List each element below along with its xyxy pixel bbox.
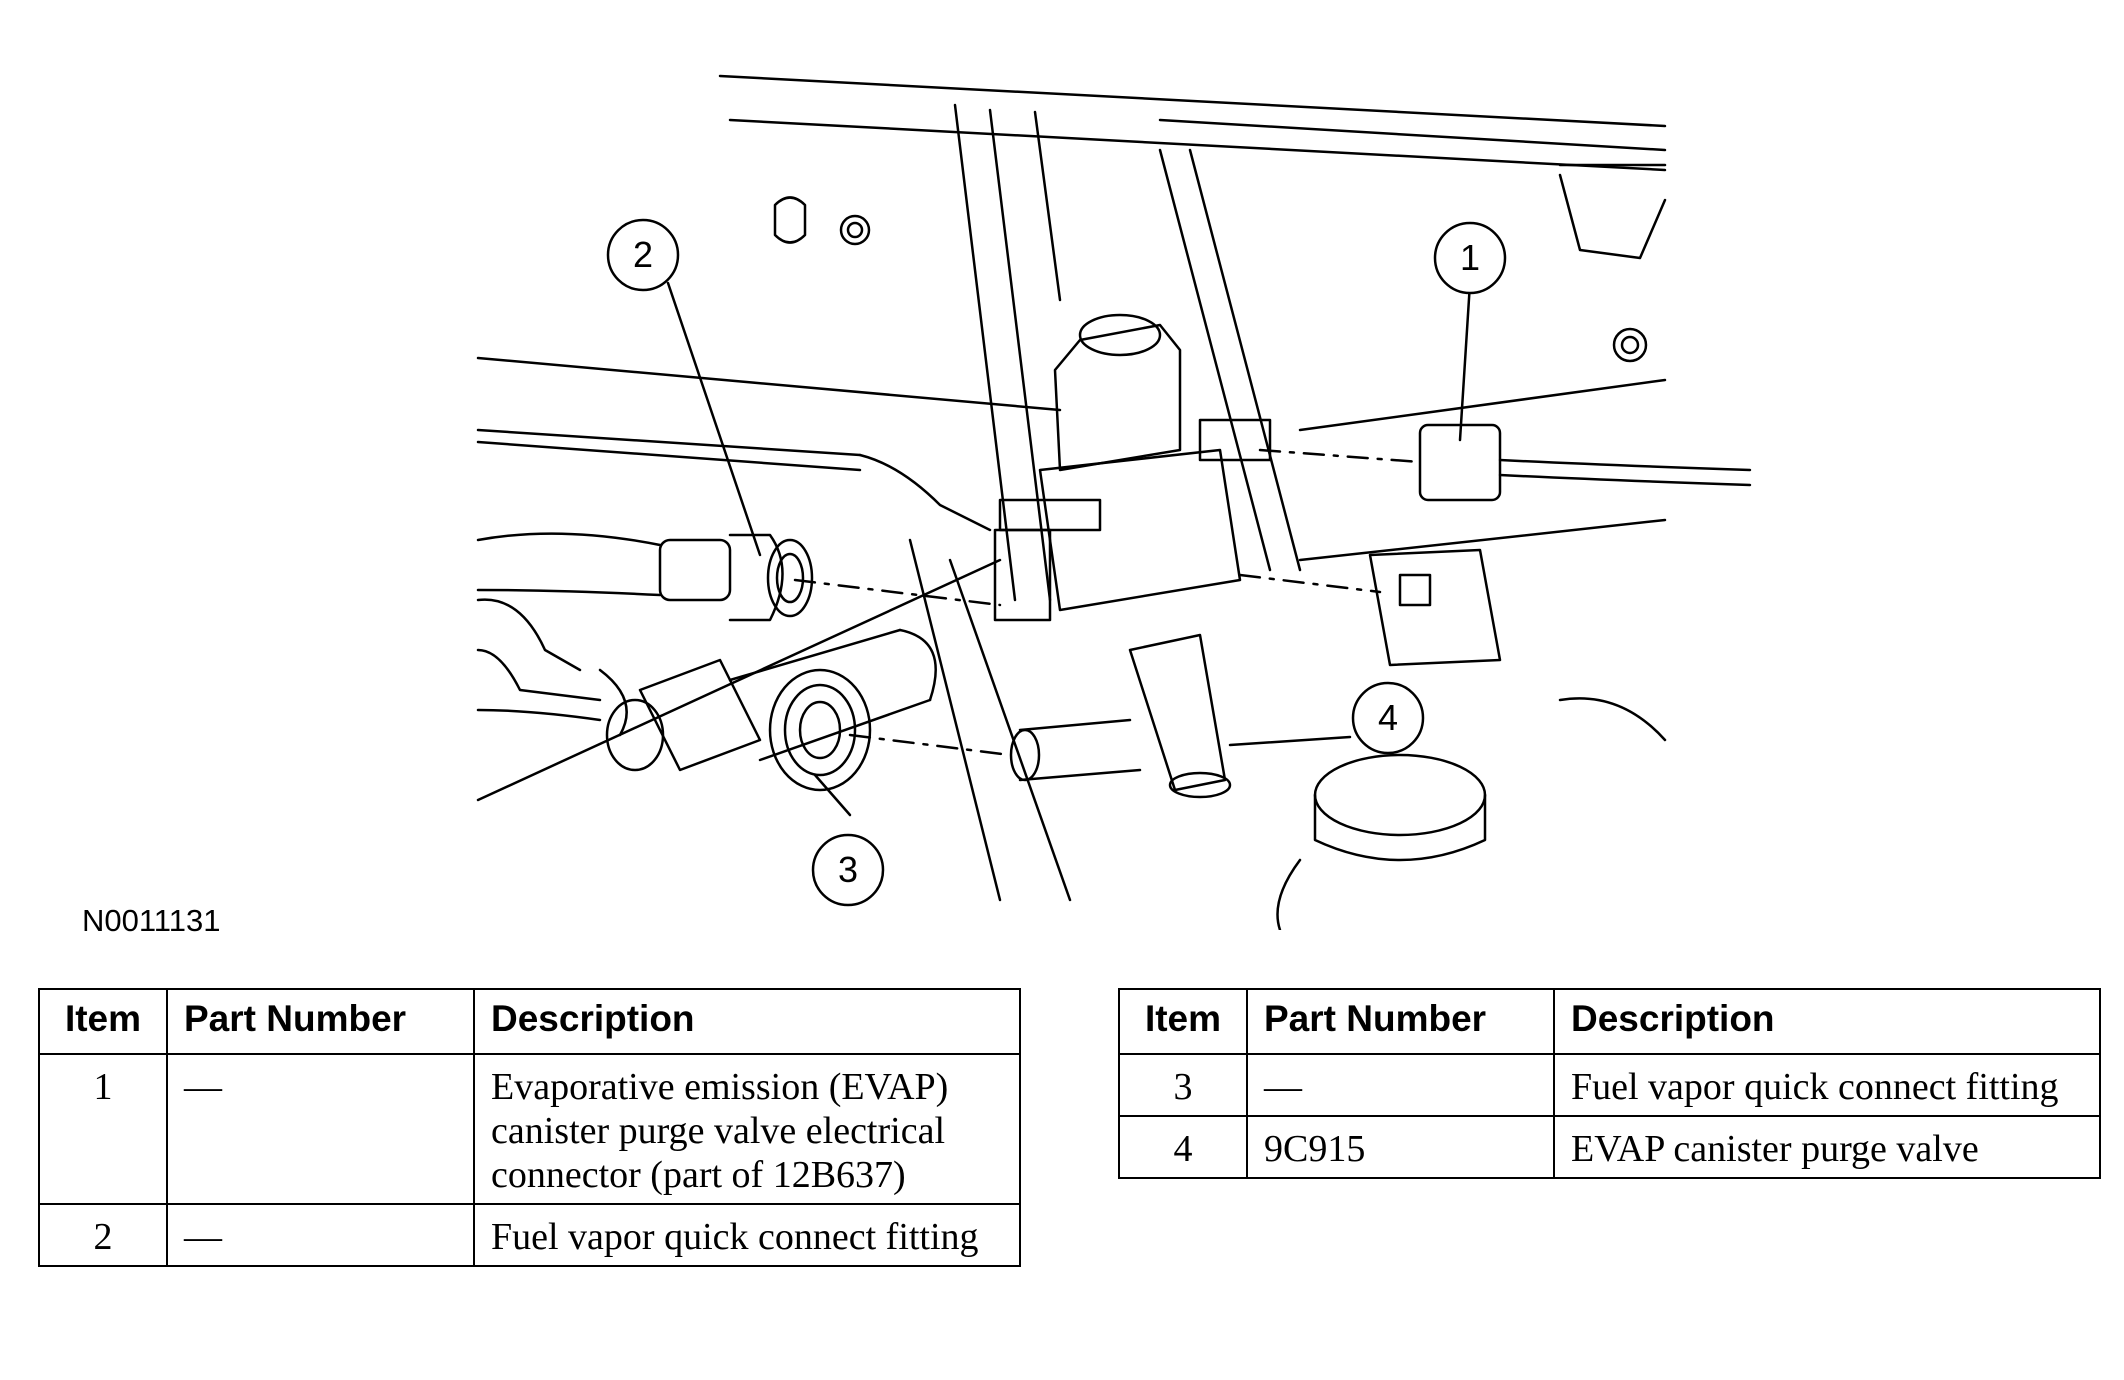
part-number: — bbox=[166, 1203, 475, 1267]
callout-4: 4 bbox=[1351, 681, 1425, 755]
svg-text:3: 3 bbox=[838, 849, 858, 890]
table-row: 1 — Evaporative emission (EVAP) canister… bbox=[38, 1053, 1021, 1205]
header-part-number: Part Number bbox=[166, 988, 475, 1055]
figure-id: N0011131 bbox=[82, 903, 221, 938]
description: EVAP canister purge valve bbox=[1553, 1115, 2101, 1179]
part-number: 9C915 bbox=[1246, 1115, 1555, 1179]
description: Fuel vapor quick connect fitting bbox=[1553, 1053, 2101, 1117]
table-header: Item Part Number Description bbox=[1118, 988, 2101, 1055]
item-number: 4 bbox=[1118, 1115, 1248, 1179]
table-row: 4 9C915 EVAP canister purge valve bbox=[1118, 1115, 2101, 1179]
header-item: Item bbox=[38, 988, 168, 1055]
evap-purge-valve-illustration: 1 2 3 4 bbox=[476, 74, 1752, 930]
item-number: 3 bbox=[1118, 1053, 1248, 1117]
table-row: 2 — Fuel vapor quick connect fitting bbox=[38, 1203, 1021, 1267]
callout-leaders bbox=[666, 281, 1472, 817]
electrical-connector bbox=[1368, 423, 1752, 667]
table-row: 3 — Fuel vapor quick connect fitting bbox=[1118, 1053, 2101, 1117]
header-item: Item bbox=[1118, 988, 1248, 1055]
fuel-vapor-hose bbox=[476, 532, 814, 622]
description: Evaporative emission (EVAP) canister pur… bbox=[473, 1053, 1021, 1205]
svg-text:2: 2 bbox=[633, 234, 653, 275]
lower-hose bbox=[476, 598, 628, 737]
header-part-number: Part Number bbox=[1246, 988, 1555, 1055]
fuel-vapor-quick-connect-fitting bbox=[605, 628, 937, 792]
header-description: Description bbox=[1553, 988, 2101, 1055]
body-panel-lines bbox=[476, 74, 1667, 902]
description: Fuel vapor quick connect fitting bbox=[473, 1203, 1021, 1267]
reservoir-cap bbox=[1276, 753, 1487, 930]
header-description: Description bbox=[473, 988, 1021, 1055]
part-number: — bbox=[1246, 1053, 1555, 1117]
item-number: 2 bbox=[38, 1203, 168, 1267]
svg-text:1: 1 bbox=[1460, 237, 1480, 278]
bolt-icon bbox=[773, 196, 1648, 363]
evap-canister-purge-valve bbox=[993, 313, 1272, 799]
item-number: 1 bbox=[38, 1053, 168, 1205]
callout-3: 3 bbox=[811, 833, 885, 907]
parts-legend-table-left: Item Part Number Description 1 — Evapora… bbox=[38, 988, 1021, 1267]
parts-legend-table-right: Item Part Number Description 3 — Fuel va… bbox=[1118, 988, 2101, 1179]
callout-1: 1 bbox=[1433, 221, 1507, 295]
table-header: Item Part Number Description bbox=[38, 988, 1021, 1055]
callout-2: 2 bbox=[606, 218, 680, 292]
part-number: — bbox=[166, 1053, 475, 1205]
svg-text:4: 4 bbox=[1378, 697, 1398, 738]
